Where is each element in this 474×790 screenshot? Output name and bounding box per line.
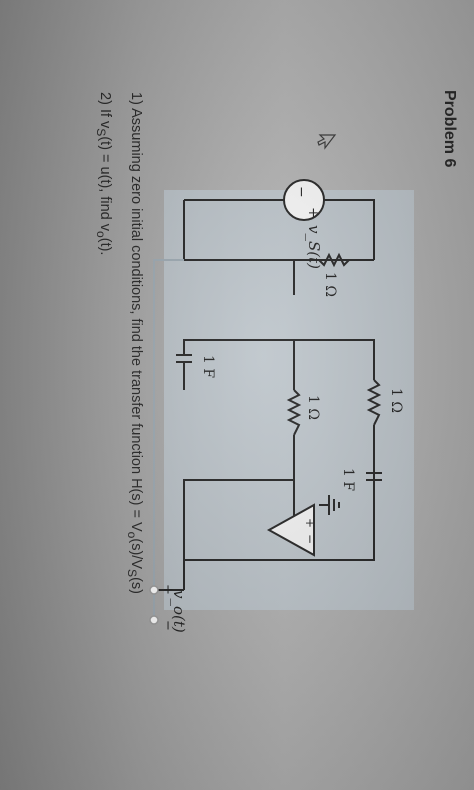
voltage-source-icon: + −: [283, 179, 325, 221]
question-item: 2) If vS(t) = u(t), find vo(t).: [94, 92, 114, 256]
output-label: v_o(t): [170, 590, 188, 633]
capacitor-feedback: [366, 472, 382, 481]
problem-title: Problem 6: [441, 90, 458, 168]
output-terminal-minus: [149, 615, 159, 625]
wires: [153, 199, 375, 620]
resistor-mid-label: 1 Ω: [305, 395, 321, 420]
wire-output-minus: [153, 259, 184, 620]
ground-icon: [319, 495, 340, 515]
resistor-top: [366, 379, 382, 426]
output-minus-sign: −: [160, 620, 175, 631]
cursor-arrow-icon: [317, 134, 337, 150]
wire-node-b-down: [183, 479, 294, 590]
capacitor-mid-label: 1 F: [200, 355, 216, 378]
output-plus-sign: +: [160, 584, 175, 595]
capacitor-feedback-label: 1 F: [340, 468, 356, 491]
resistor-top-label: 1 Ω: [388, 388, 404, 413]
opamp-triangle-icon: + −: [266, 503, 317, 557]
source-minus-sign: −: [293, 186, 309, 198]
source-plus-sign: +: [305, 207, 321, 219]
question-list: 1) Assuming zero initial conditions, fin…: [82, 92, 144, 594]
circuit-diagram: + − v_S(t) 1 Ω 1 F 1 Ω 1 Ω 1 F + −: [149, 179, 404, 633]
opamp-minus-sign: −: [303, 534, 317, 544]
wire-node-a-down: [183, 339, 294, 355]
opamp-plus-sign: +: [303, 518, 317, 528]
capacitor-mid: [176, 354, 192, 390]
question-item: 1) Assuming zero initial conditions, fin…: [125, 92, 144, 594]
source-label: v_S(t): [305, 225, 323, 269]
wire-ground-return: [183, 200, 294, 261]
resistor-mid: [286, 389, 302, 436]
wire-top-rail: [184, 425, 375, 561]
wire-node-a: [294, 339, 375, 350]
resistor-source-label: 1 Ω: [322, 272, 338, 297]
output-terminal-plus: [149, 585, 159, 595]
resistor-source: [318, 252, 350, 268]
wire-source-top: [324, 199, 375, 260]
